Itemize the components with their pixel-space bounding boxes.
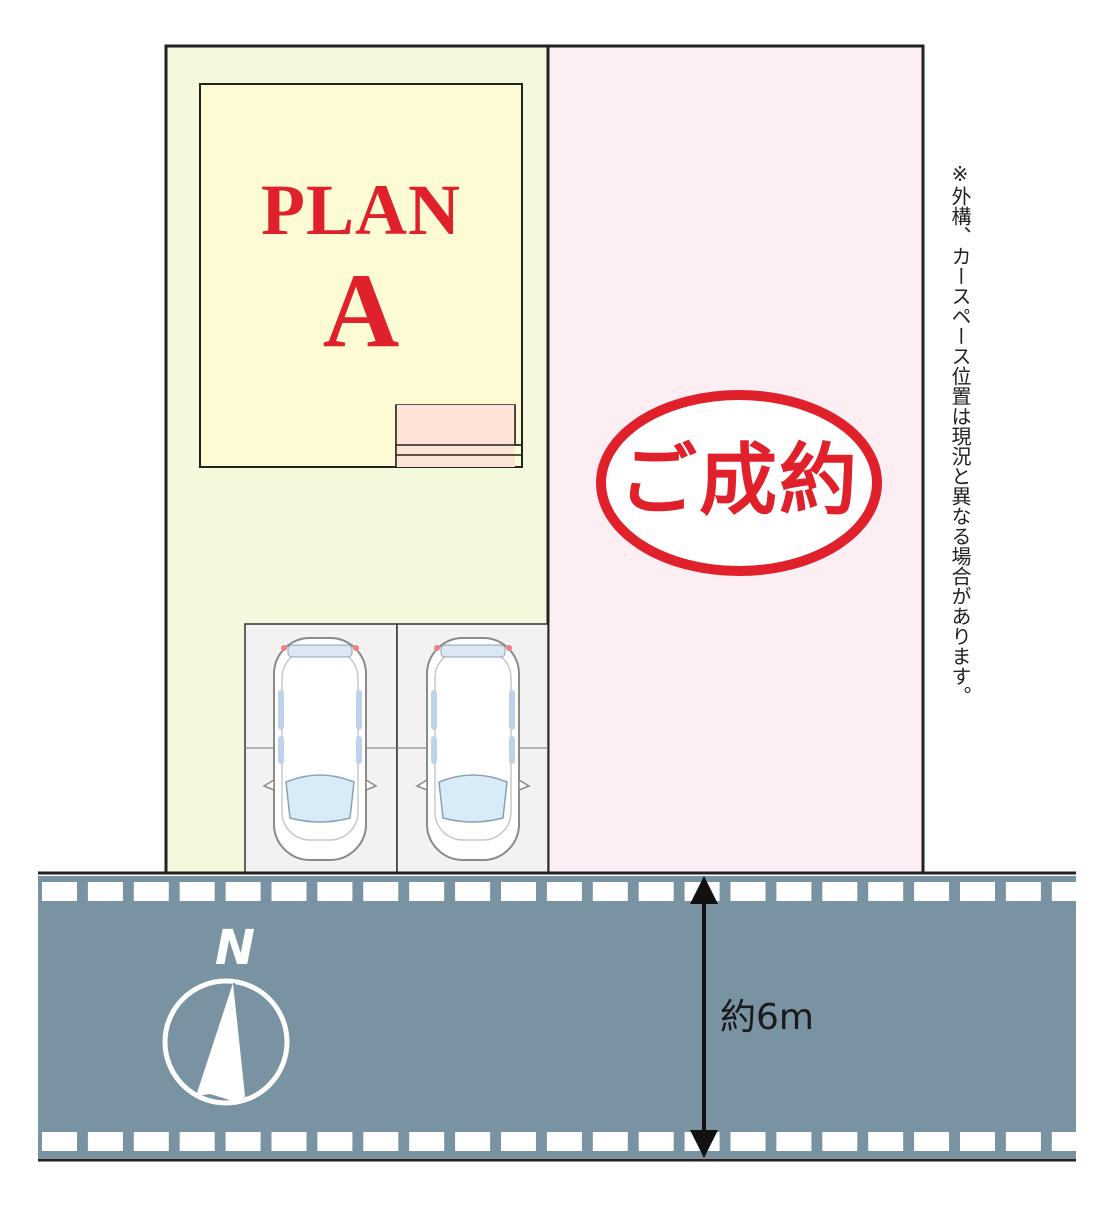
car-icon: [262, 637, 378, 861]
curb-block: [868, 882, 904, 901]
curb-block: [501, 1132, 536, 1151]
curb-block: [501, 882, 536, 901]
curb-block: [409, 1132, 445, 1151]
house-footprint: [199, 83, 523, 468]
curb-block: [317, 1132, 353, 1151]
road-width-label: 約6m: [720, 997, 814, 1038]
curb-block: [225, 1132, 261, 1151]
curb-block: [546, 1132, 582, 1151]
curb-block: [42, 1132, 77, 1151]
curb-block: [363, 882, 399, 901]
curb-block: [1005, 1132, 1041, 1151]
curb-block: [546, 882, 582, 901]
north-compass-icon: [162, 978, 290, 1106]
curb-block: [317, 882, 353, 901]
curb-block: [730, 1132, 766, 1151]
curb-block: [960, 1132, 995, 1151]
curb-block: [455, 882, 491, 901]
curb-block: [1005, 882, 1041, 901]
curb-block: [822, 882, 858, 901]
sold-label: ご成約: [618, 436, 859, 526]
curb-block: [409, 882, 445, 901]
curb-block: [363, 1132, 399, 1151]
disclaimer-note: ※外構、カースペース位置は現況と異なる場合があります。: [948, 162, 972, 706]
curb-block: [730, 882, 766, 901]
road-curb-top: [42, 882, 1076, 901]
car-icon: [415, 637, 531, 861]
curb-block: [133, 882, 169, 901]
compass-north-label: N: [214, 920, 256, 976]
road-curb-bottom: [42, 1132, 1076, 1151]
curb-block: [776, 882, 812, 901]
curb-block: [455, 1132, 491, 1151]
curb-block: [271, 882, 307, 901]
curb-block: [179, 882, 215, 901]
curb-block: [179, 1132, 215, 1151]
curb-block: [42, 882, 77, 901]
curb-block: [960, 882, 995, 901]
curb-block: [776, 1132, 812, 1151]
curb-block: [1051, 1132, 1076, 1151]
plan-title: PLAN: [261, 170, 461, 250]
curb-block: [592, 882, 628, 901]
curb-block: [87, 1132, 123, 1151]
entrance-porch: [395, 404, 522, 467]
curb-block: [914, 1132, 950, 1151]
road-width-arrow: [690, 876, 718, 1158]
curb-block: [1051, 882, 1076, 901]
curb-block: [868, 1132, 904, 1151]
curb-block: [133, 1132, 169, 1151]
curb-block: [271, 1132, 307, 1151]
curb-block: [638, 882, 674, 901]
sold-stamp-ellipse: [596, 390, 882, 576]
plan-letter: A: [322, 252, 400, 369]
road: [38, 871, 1076, 1162]
curb-block: [822, 1132, 858, 1151]
curb-block: [592, 1132, 628, 1151]
curb-block: [914, 882, 950, 901]
curb-block: [638, 1132, 674, 1151]
curb-block: [225, 882, 261, 901]
curb-block: [87, 882, 123, 901]
